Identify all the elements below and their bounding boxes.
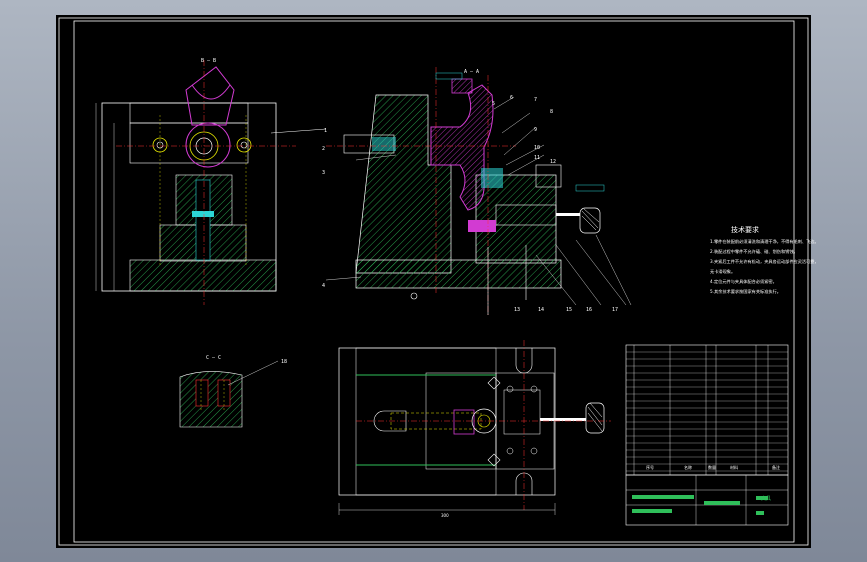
balloon-label: 1 xyxy=(324,128,328,134)
requirements-title: 技术要求 xyxy=(731,226,759,234)
balloon-label: 17 xyxy=(612,307,619,313)
section-label-c: C — C xyxy=(206,355,222,361)
outer-border xyxy=(58,17,809,546)
col-material: 材料 xyxy=(730,465,738,470)
requirement-line: 无卡滞现象。 xyxy=(710,269,736,274)
overall-dimension: 300 xyxy=(441,513,449,518)
drawing-name: 夹具 xyxy=(761,496,772,502)
col-seq: 序号 xyxy=(646,465,654,470)
col-name: 名称 xyxy=(684,465,692,470)
balloon-label: 7 xyxy=(534,97,538,103)
balloon-label: 6 xyxy=(510,95,514,101)
col-qty: 数量 xyxy=(708,465,716,470)
balloon-label: 8 xyxy=(550,109,554,115)
balloon-label: 13 xyxy=(514,307,521,313)
balloon-label: 18 xyxy=(281,359,288,365)
balloon-label: 16 xyxy=(586,307,593,313)
balloon-label: 15 xyxy=(566,307,573,313)
requirement-line: 1.零件在装配前必须清洗和清理干净，不得有毛刺、飞边。 xyxy=(710,239,819,244)
drawing-sheet xyxy=(58,17,809,546)
balloon-label: 9 xyxy=(534,127,538,133)
requirement-line: 3.夹紧后工件不允许有松动，夹具各运动部件应灵活可靠， xyxy=(710,259,819,264)
parts-list xyxy=(625,344,789,526)
balloon-label: 2 xyxy=(322,146,326,152)
balloon-label: 4 xyxy=(322,283,326,289)
balloon-label: 5 xyxy=(492,101,496,107)
balloon-label: 14 xyxy=(538,307,545,313)
requirement-line: 5.其余技术要求按国家有关标准执行。 xyxy=(710,289,781,294)
col-remark: 备注 xyxy=(772,465,780,470)
requirement-line: 4.定位元件与夹具体配合必须紧密。 xyxy=(710,279,777,284)
section-label-b: B — B xyxy=(201,58,217,64)
front-section-view xyxy=(325,67,632,315)
top-view xyxy=(338,340,611,515)
end-view xyxy=(95,60,327,305)
detail-view xyxy=(179,360,279,428)
inner-border xyxy=(73,20,795,543)
balloon-label: 12 xyxy=(550,159,557,165)
balloon-label: 10 xyxy=(534,145,541,151)
balloon-label: 11 xyxy=(534,155,541,161)
requirement-line: 2.装配过程中零件不允许磕、碰、划伤和锈蚀。 xyxy=(710,249,798,254)
balloon-label: 3 xyxy=(322,170,326,176)
section-label-a: A — A xyxy=(464,69,480,75)
